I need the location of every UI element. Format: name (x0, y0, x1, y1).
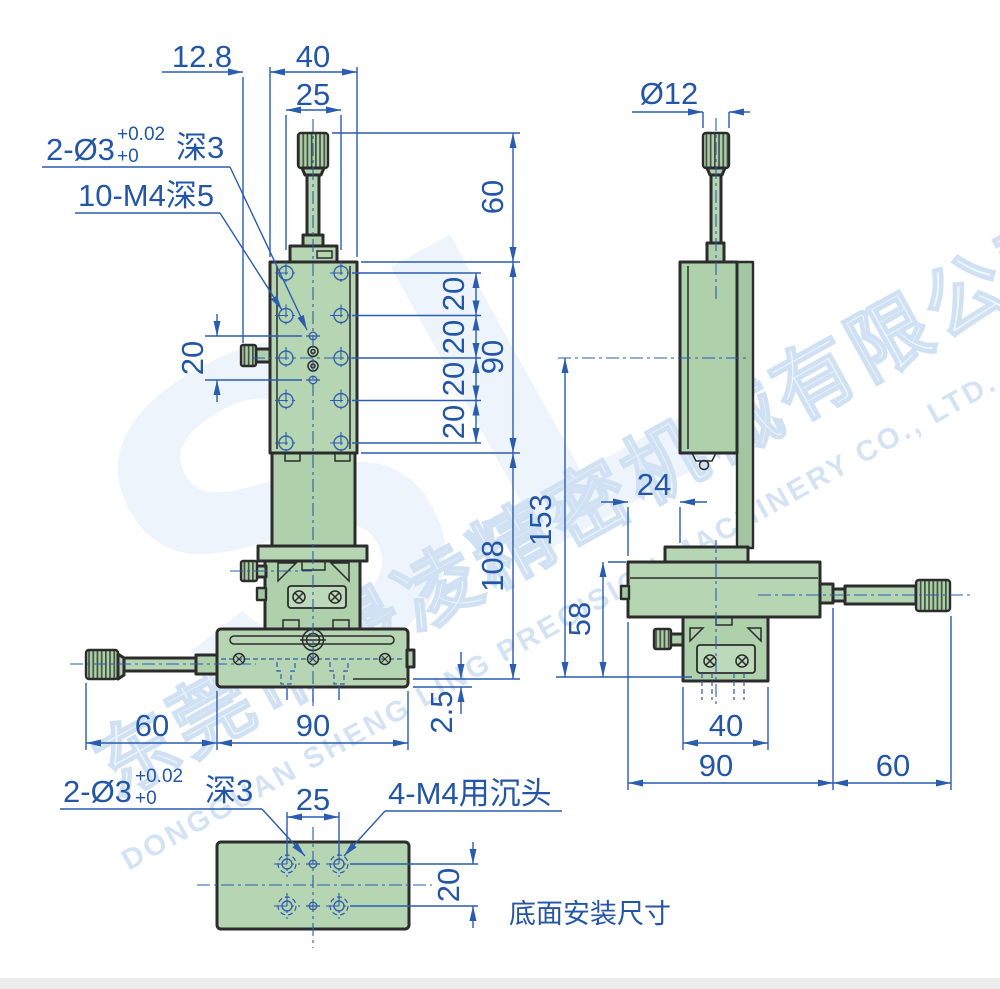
bottom-view-caption: 底面安装尺寸 (509, 899, 671, 929)
svg-text:+0.02: +0.02 (135, 766, 183, 787)
bottom-view (197, 827, 432, 948)
dim-40-top: 40 (296, 39, 330, 74)
front-z-knob-icon (239, 343, 258, 368)
front-pin-hole-label: 2-Ø3 +0.02 +0 深3 (42, 124, 308, 331)
dim-60-bottom: 60 (135, 708, 169, 743)
svg-text:2-Ø3: 2-Ø3 (63, 774, 132, 809)
dim-60-side: 60 (876, 748, 910, 783)
bottom-pin-hole-label: 2-Ø3 +0.02 +0 深3 (60, 766, 306, 857)
dim-20-a: 20 (436, 277, 471, 311)
dim-20-b: 20 (436, 320, 471, 354)
side-rear-plate (735, 260, 755, 550)
svg-text:+0.02: +0.02 (117, 124, 165, 145)
dim-90-bottom: 90 (296, 708, 330, 743)
svg-text:+0: +0 (135, 788, 157, 809)
dim-25-bottom: 25 (296, 782, 330, 817)
svg-text:深3: 深3 (176, 130, 224, 165)
dim-20-d: 20 (436, 405, 471, 439)
dim-20-bottom: 20 (431, 868, 466, 902)
dim-dia12: Ø12 (640, 76, 699, 111)
dim-24: 24 (637, 467, 671, 502)
svg-text:深3: 深3 (205, 773, 253, 808)
front-thread-hole-label: 10-M4深5 (75, 178, 283, 311)
bottom-m4-holes (274, 851, 352, 919)
bottom-dimensions: 25 20 2-Ø3 +0.02 +0 深3 4-M4用沉头 底面安装 (60, 766, 671, 929)
dim-60-right: 60 (475, 180, 510, 214)
dim-90-side: 90 (699, 748, 733, 783)
front-dimensions: 12.8 40 25 60 90 108 (42, 39, 520, 750)
dim-20-c: 20 (436, 362, 471, 396)
svg-text:10-M4深5: 10-M4深5 (78, 178, 214, 213)
dim-90-right: 90 (475, 340, 510, 374)
side-dimensions: Ø12 24 153 58 40 90 60 (523, 76, 952, 790)
dim-108: 108 (475, 540, 510, 592)
dim-58: 58 (562, 602, 597, 636)
bottom-pin-holes (306, 859, 320, 911)
hidden-counterbore-holes (276, 662, 349, 685)
dim-40-side: 40 (709, 708, 743, 743)
svg-text:2-Ø3: 2-Ø3 (46, 132, 115, 167)
bottom-counterbore-label: 4-M4用沉头 (343, 776, 562, 857)
svg-text:+0: +0 (117, 146, 139, 167)
dim-12-8: 12.8 (172, 39, 232, 74)
dim-25-top: 25 (296, 77, 330, 112)
side-view (558, 118, 972, 708)
svg-text:4-M4用沉头: 4-M4用沉头 (388, 776, 552, 811)
dim-20-left: 20 (175, 341, 210, 375)
bottom-edge-strip (0, 978, 1000, 989)
dim-2-5: 2.5 (424, 690, 459, 733)
side-y-body (626, 560, 822, 619)
side-z-lock-knob-icon (652, 627, 673, 651)
front-view (70, 119, 416, 706)
dim-153: 153 (523, 494, 558, 546)
